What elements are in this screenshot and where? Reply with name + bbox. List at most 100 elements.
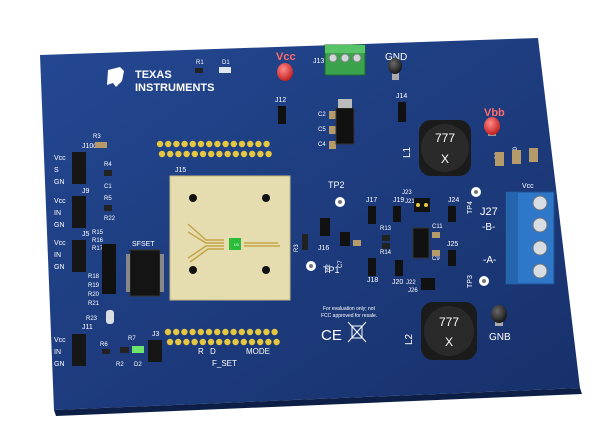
j17-label: J17	[366, 197, 377, 204]
j18-header[interactable]	[368, 258, 376, 276]
j11-label: J11	[82, 324, 93, 331]
r23-trimmer[interactable]	[106, 310, 114, 324]
l1-label: L1	[402, 146, 413, 158]
j16-header[interactable]	[320, 218, 330, 236]
header-pad	[173, 140, 180, 148]
header-pad	[191, 338, 198, 346]
j16-label: J16	[318, 245, 329, 252]
j15-pad-header[interactable]	[156, 140, 272, 158]
c11-label: C11	[432, 224, 443, 230]
tp1-test-point[interactable]: TP1	[306, 261, 340, 275]
header-pad	[164, 328, 172, 336]
j17-header[interactable]	[368, 206, 376, 224]
j19-header[interactable]	[393, 206, 401, 222]
j20-label: J20	[392, 279, 403, 286]
header-pad	[199, 338, 206, 346]
j9-pin-gn: GN	[54, 222, 65, 229]
j9-header[interactable]	[72, 196, 86, 228]
ce-mark: CE	[321, 327, 342, 344]
r13-resistor	[382, 235, 390, 241]
j26-header[interactable]	[421, 278, 435, 290]
header-pad	[183, 338, 190, 346]
j11-pin-vcc: Vcc	[54, 337, 66, 344]
r14-label: R14	[380, 250, 392, 256]
sensor-chip	[229, 238, 241, 250]
header-pad	[167, 150, 174, 158]
header-pad	[230, 140, 237, 148]
r18-label: R18	[88, 274, 100, 280]
j24-label: J24	[448, 197, 459, 204]
pcb-board	[40, 38, 580, 410]
j10-pin-gn: GN	[54, 179, 65, 186]
j5-pin-in: IN	[54, 252, 61, 259]
j5-header[interactable]	[72, 240, 86, 272]
j22-label: J22	[406, 280, 416, 286]
resistor-array	[102, 244, 116, 294]
gnb-test-post[interactable]: GNB	[489, 305, 511, 343]
r23-label: R23	[86, 316, 98, 322]
c6-cap	[529, 148, 538, 162]
header-pad	[181, 328, 188, 336]
r1-label: R1	[196, 60, 204, 66]
j10-header[interactable]	[72, 152, 86, 184]
res-group-left	[302, 234, 308, 250]
sfset-pins-left	[126, 254, 130, 292]
terminal-vcc-label: Vcc	[522, 183, 534, 190]
tp3-label: TP3	[467, 275, 474, 288]
fcc-line1: For evaluation only; not	[323, 306, 376, 312]
j27-terminal-block[interactable]: J27 -B- -A- Vcc	[480, 183, 555, 285]
header-pad	[238, 140, 246, 148]
terminal-b-label: -B-	[482, 222, 495, 233]
c2-cap	[329, 111, 336, 119]
j20-header[interactable]	[395, 260, 403, 276]
c7-cap	[353, 240, 361, 246]
j24-header[interactable]	[448, 206, 456, 222]
vcc-top-label: Vcc	[276, 51, 296, 63]
header-pad	[230, 328, 237, 336]
header-pad	[181, 140, 188, 148]
j3-header[interactable]	[148, 340, 162, 362]
header-pad	[208, 150, 215, 158]
j12-label: J12	[275, 97, 286, 104]
header-pad	[189, 328, 196, 336]
header-pad	[247, 140, 254, 148]
r2-mid-label: R2	[326, 264, 332, 272]
j21-header[interactable]	[414, 198, 430, 212]
j12-header[interactable]	[278, 106, 286, 124]
header-pad	[265, 150, 272, 158]
c9-label: C9	[432, 256, 440, 262]
j14-header[interactable]	[398, 102, 406, 122]
gnd-test-post[interactable]: GND	[385, 52, 407, 80]
silk-d: D	[210, 347, 216, 356]
c5-cap	[329, 126, 336, 134]
r21-label: R21	[88, 301, 100, 307]
small-res-label: R3	[294, 244, 300, 252]
j11-header[interactable]	[72, 334, 86, 366]
l1-mark: X	[441, 152, 449, 166]
j25-header[interactable]	[448, 250, 456, 266]
header-pad	[249, 150, 256, 158]
header-pad	[255, 328, 262, 336]
vbb-test-post[interactable]: Vbb	[484, 107, 505, 136]
r4-resistor	[104, 170, 112, 176]
c4-cap	[329, 141, 336, 149]
tp2-test-point[interactable]: TP2	[328, 180, 345, 207]
sfset-pins-right	[160, 254, 164, 292]
j5-pin-vcc: Vcc	[54, 240, 66, 247]
j5-label: J5	[82, 231, 90, 238]
tp3-test-point[interactable]: TP3	[467, 275, 489, 288]
j21-label: J21	[405, 199, 415, 205]
j13-terminal-block[interactable]: J13	[313, 44, 366, 76]
header-pad	[197, 328, 204, 336]
ti-logo: TEXAS INSTRUMENTS	[107, 67, 214, 94]
silk-mode: MODE	[246, 347, 270, 356]
header-pad	[271, 328, 278, 336]
vcc-test-post[interactable]: Vcc	[276, 51, 296, 81]
tp4-test-point[interactable]: TP4	[467, 187, 481, 214]
header-pad	[263, 140, 270, 148]
bottom-pad-header[interactable]	[164, 328, 280, 346]
c11-cap	[432, 232, 440, 238]
l1-code: 777	[435, 131, 455, 145]
d2-led	[132, 346, 144, 353]
j19-label: J19	[393, 197, 404, 204]
